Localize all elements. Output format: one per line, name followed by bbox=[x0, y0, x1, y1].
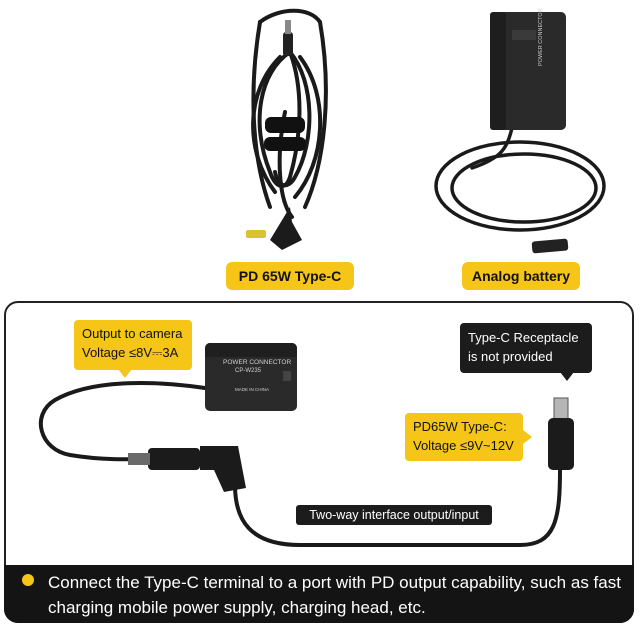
input-callout-line1: PD65W Type-C: bbox=[413, 419, 507, 434]
receptacle-callout: Type-C Receptacle is not provided bbox=[460, 323, 592, 373]
cable-label: PD 65W Type-C bbox=[226, 262, 354, 290]
receptacle-callout-pointer bbox=[560, 372, 574, 381]
note-bullet bbox=[22, 574, 34, 586]
device-made-in: MADE IN CHINA bbox=[235, 387, 270, 392]
coiled-cable-image bbox=[246, 8, 328, 250]
input-callout-line2: Voltage ≤9V~12V bbox=[413, 438, 514, 453]
interface-tag: Two-way interface output/input bbox=[296, 505, 492, 525]
output-callout-line1: Output to camera bbox=[82, 326, 183, 341]
output-callout: Output to camera Voltage ≤8V⎓3A bbox=[74, 320, 192, 370]
input-callout: PD65W Type-C: Voltage ≤9V~12V bbox=[405, 413, 523, 461]
output-callout-line2: Voltage ≤8V⎓3A bbox=[82, 345, 179, 360]
note-bar bbox=[4, 565, 634, 623]
device-model: CP-W235 bbox=[235, 368, 262, 374]
dummy-battery-image: POWER CONNECTOR bbox=[434, 8, 606, 254]
input-callout-pointer bbox=[523, 430, 532, 444]
receptacle-callout-line1: Type-C Receptacle bbox=[468, 330, 579, 345]
svg-text:POWER CONNECTOR: POWER CONNECTOR bbox=[538, 8, 544, 66]
battery-device: POWER CONNECTOR CP-W235 MADE IN CHINA bbox=[205, 343, 297, 411]
receptacle-callout-line2: is not provided bbox=[468, 349, 553, 364]
battery-label: Analog battery bbox=[462, 262, 580, 290]
note-text: Connect the Type-C terminal to a port wi… bbox=[48, 573, 621, 617]
device-brand: POWER CONNECTOR bbox=[223, 359, 292, 366]
output-callout-pointer bbox=[118, 369, 132, 378]
